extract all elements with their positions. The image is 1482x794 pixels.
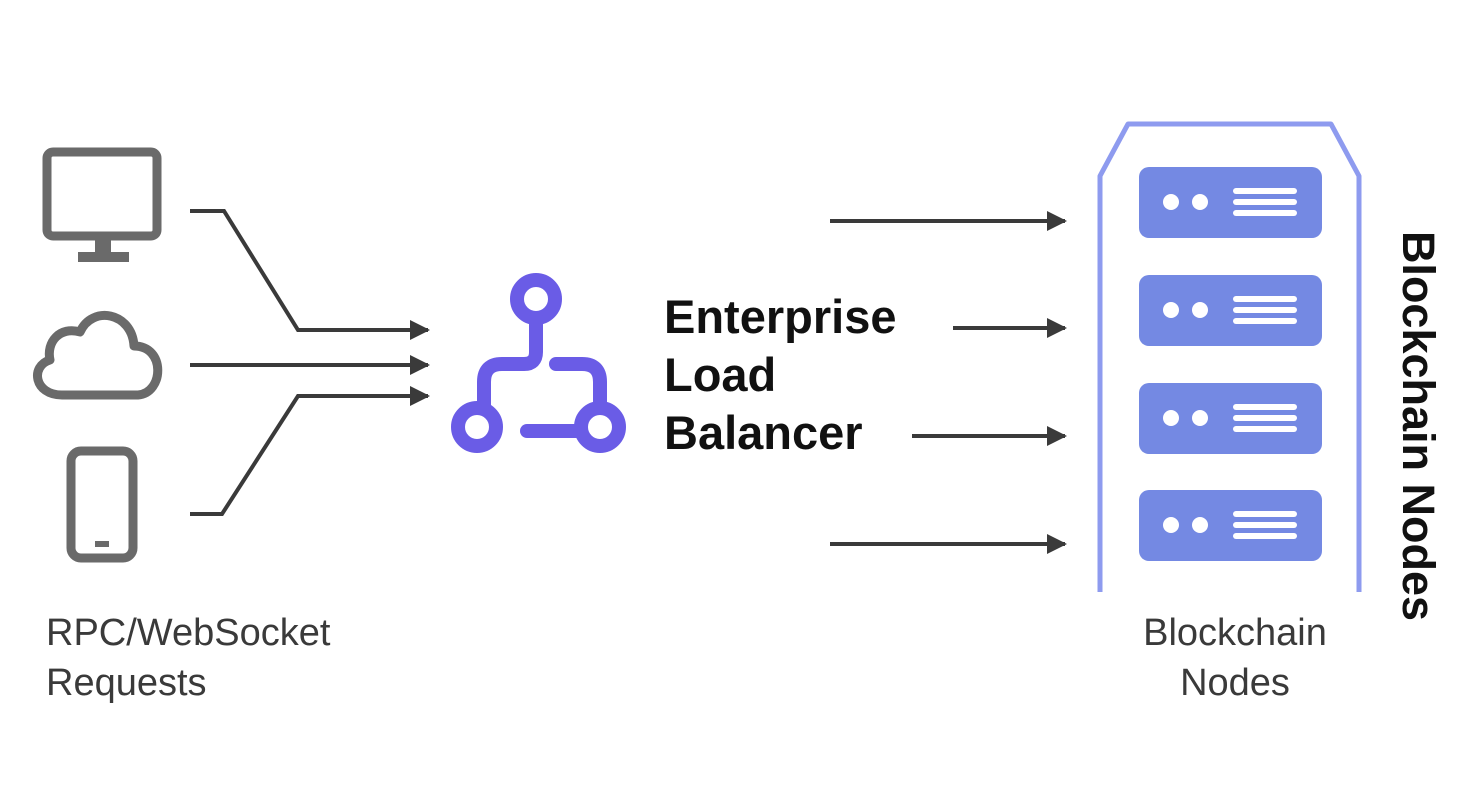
nodes-label-line: Nodes	[1180, 662, 1290, 704]
server-unit	[1139, 490, 1322, 561]
load-balancer-title: Enterprise Load Balancer	[664, 288, 964, 462]
nodes-vertical-label: Blockchain Nodes	[1393, 230, 1444, 622]
server-unit	[1139, 383, 1322, 454]
network-branch-icon	[451, 273, 626, 453]
requests-label-line: RPC/WebSocket	[46, 612, 331, 654]
requests-label-line: Requests	[46, 662, 207, 704]
smartphone-icon	[66, 446, 138, 563]
nodes-label-line: Blockchain	[1143, 612, 1327, 654]
node-connectors	[830, 211, 1067, 554]
cloud-icon	[33, 311, 163, 400]
load-balancer-title-line: Load	[664, 348, 777, 401]
client-arrow-bottom	[190, 386, 430, 516]
client-connectors	[190, 209, 430, 516]
load-balancer-title-line: Enterprise	[664, 290, 897, 343]
requests-label: RPC/WebSocket Requests	[46, 608, 446, 708]
load-balancer-title-line: Balancer	[664, 406, 863, 459]
server-unit	[1139, 275, 1322, 346]
nodes-label: Blockchain Nodes	[1100, 608, 1370, 708]
monitor-icon	[42, 147, 162, 262]
server-unit	[1139, 167, 1322, 238]
client-arrow-top	[190, 209, 430, 340]
server-rack-outline	[1097, 121, 1362, 592]
